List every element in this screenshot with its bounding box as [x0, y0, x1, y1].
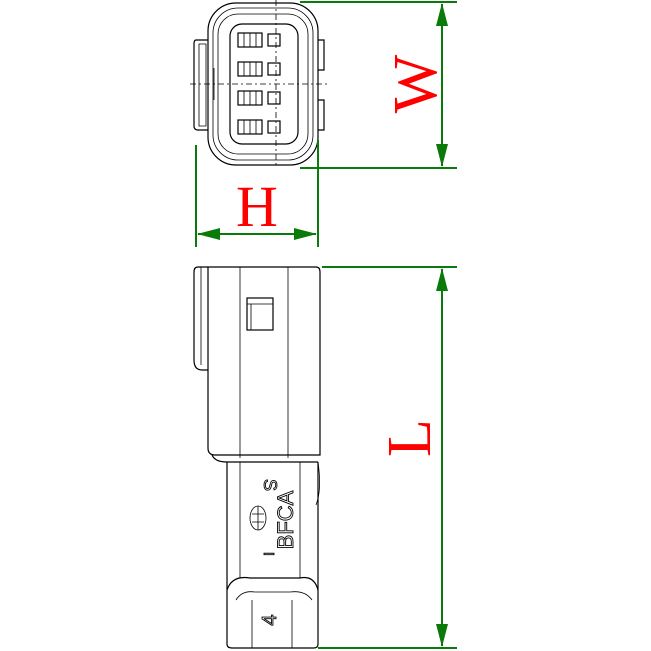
- dimension-w: W: [300, 1, 457, 169]
- pin-row-4: [237, 119, 281, 135]
- marking-pin-count: 4: [259, 614, 281, 625]
- length-label: L: [376, 419, 444, 457]
- width-label: W: [382, 54, 450, 113]
- front-view: [190, 0, 330, 168]
- height-label: H: [236, 174, 278, 239]
- pin-row-2: [237, 61, 281, 77]
- dimension-l: L: [318, 266, 457, 649]
- manufacturer-logo: [249, 505, 267, 531]
- marking-code: BFCA: [273, 490, 298, 549]
- side-view: S I BFCA 4: [193, 266, 321, 649]
- pin-row-1: [237, 32, 281, 48]
- marking-s: S: [260, 479, 280, 491]
- marking-i: I: [260, 552, 277, 556]
- pin-row-3: [237, 90, 281, 106]
- dimension-h: H: [195, 140, 319, 247]
